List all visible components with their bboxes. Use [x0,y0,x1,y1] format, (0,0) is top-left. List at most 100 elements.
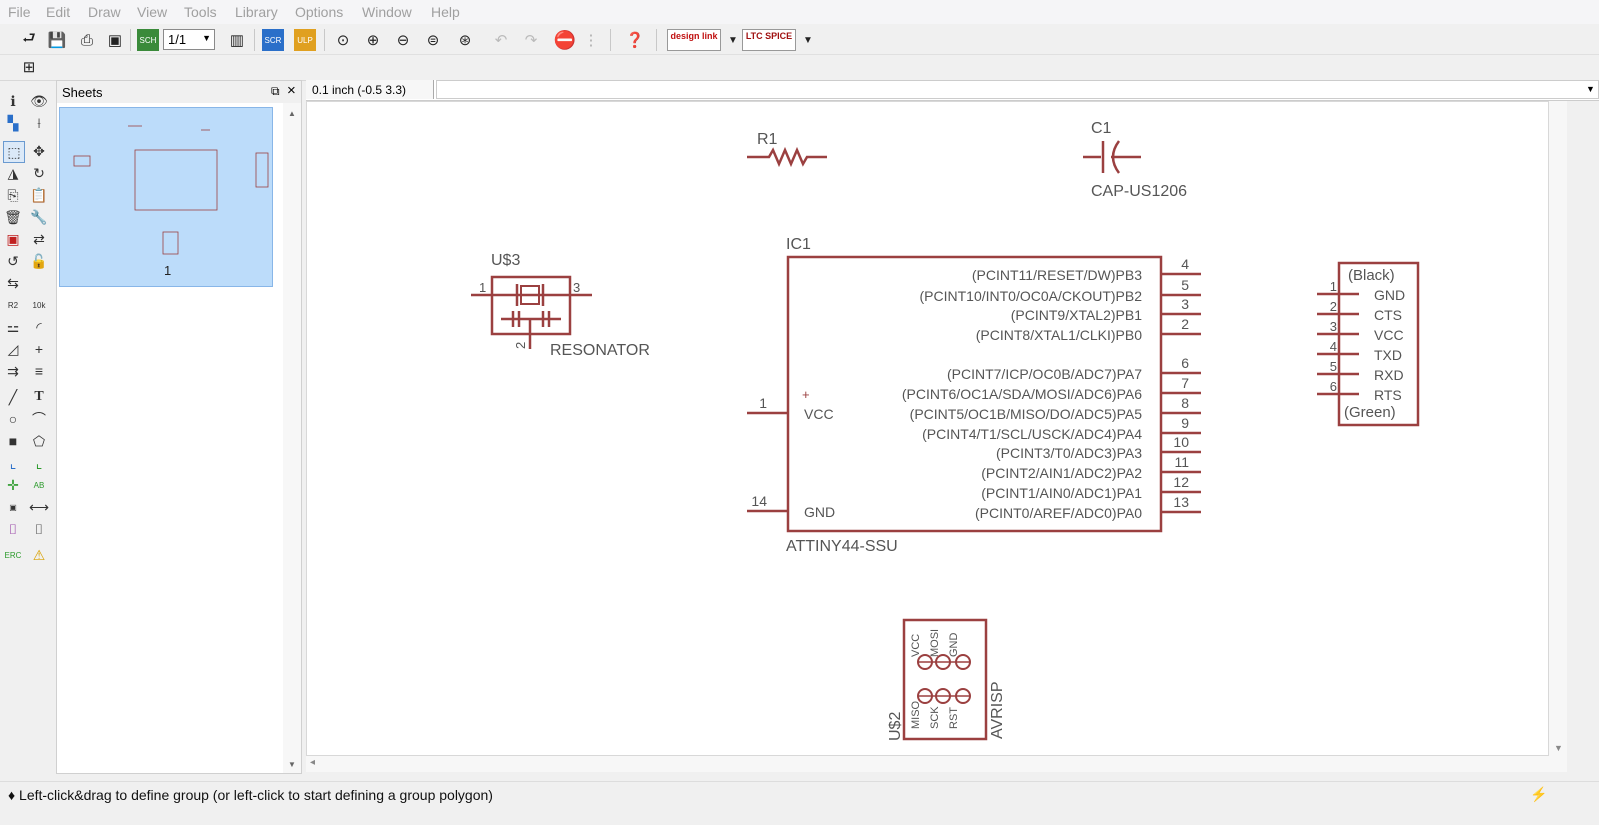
sheet-thumbnail[interactable]: 1 [59,107,273,287]
ulp-icon[interactable]: ULP [294,29,316,51]
net-icon[interactable]: ⌞ [35,454,43,471]
rotate-icon[interactable]: ↻ [33,164,45,181]
u2-value: AVRISP [989,682,1006,740]
frame-icon[interactable]: ⌷ [8,520,18,537]
mark-icon[interactable]: ⟊ [37,114,41,131]
split-icon[interactable]: ◿ [7,340,19,357]
chevron-down-icon[interactable]: ▼ [1554,743,1563,753]
value-icon[interactable]: 10k [32,300,46,310]
wire-icon[interactable]: ╱ [8,388,18,405]
zoom-redraw-icon[interactable]: ⊜ [426,32,440,49]
canvas-vertical-scrollbar[interactable]: ▼ [1549,101,1567,756]
ic1-pin-label: (PCINT10/INT0/OC0A/CKOUT)PB2 [920,288,1143,304]
name-icon[interactable]: R2 [7,300,19,310]
menu-edit[interactable]: Edit [46,4,71,20]
lock-icon[interactable]: 🔓 [30,252,48,269]
menu-view[interactable]: View [137,4,168,20]
ic1-name: IC1 [786,236,811,253]
invoke-icon[interactable]: ⇉ [7,362,19,379]
arc-icon[interactable]: ⌒ [32,411,46,427]
ftdi-pin-number: 1 [1330,279,1337,294]
wrench-icon[interactable]: 🔧 [30,208,48,225]
grid-icon[interactable]: ⊞ [22,59,36,76]
sheets-panel-header: Sheets ⧉ × [57,81,301,103]
menu-draw[interactable]: Draw [88,4,121,20]
sheets-scrollbar[interactable]: ▲ ▼ [283,103,301,773]
move-icon[interactable]: ✥ [33,142,45,159]
group-icon[interactable]: ⬚ [3,141,25,163]
attribute-icon[interactable]: ▣ [9,502,17,512]
circle-icon[interactable]: ○ [8,411,18,427]
chevron-down-icon[interactable]: ▼ [728,34,738,46]
cam-processor-icon[interactable]: ▣ [107,32,123,49]
redo-icon[interactable]: ↷ [524,32,538,49]
warning-icon[interactable]: ⚠ [32,546,46,563]
copy-icon[interactable]: ⎘ [7,186,19,203]
ic1-pin-label: VCC [804,406,834,422]
paste-icon[interactable]: 📋 [30,186,48,203]
add-sheet-icon[interactable]: ▥ [229,32,245,49]
label-icon[interactable]: AB [33,480,45,490]
save-icon[interactable]: 💾 [47,32,67,49]
menu-library[interactable]: Library [235,4,278,20]
ic1-origin-marker: + [802,387,810,402]
menu-window[interactable]: Window [362,4,412,20]
miter-icon[interactable]: ◜ [36,318,42,335]
float-icon[interactable]: ⧉ [271,84,280,98]
polygon-icon[interactable]: ⬠ [32,432,46,449]
stop-icon[interactable]: ⛔ [553,29,577,50]
ltspice-logo[interactable]: LTC SPICE [742,29,796,51]
bus-icon[interactable]: ⌞ [9,454,17,471]
canvas-horizontal-scrollbar[interactable]: ◂ [306,756,1567,772]
erc-icon[interactable]: ERC [4,550,22,560]
optimize-icon[interactable]: + [34,341,44,357]
zoom-select-icon[interactable]: ⊛ [458,32,472,49]
chevron-down-icon[interactable]: ▼ [1586,84,1595,94]
chevron-up-icon[interactable]: ▲ [288,109,296,118]
sheet-select[interactable]: 1/1 ▼ [163,29,215,50]
layer-display-icon[interactable]: ▚ [7,114,19,131]
gateswap-icon[interactable]: ⇆ [7,274,19,291]
menu-file[interactable]: File [8,4,31,20]
replace-icon[interactable]: ↺ [7,252,19,269]
show-icon[interactable]: 👁 [30,92,48,109]
sheet-number: 1 [164,263,171,278]
module-icon[interactable]: ⌷ [34,520,44,537]
mirror-icon[interactable]: ◮ [7,164,19,181]
avrisp-top-label: MOSI [929,629,941,657]
scr-script-icon[interactable]: SCR [262,29,284,51]
menu-help[interactable]: Help [431,4,460,20]
help-icon[interactable]: ❓ [625,32,645,49]
delete-icon[interactable]: 🗑 [4,208,22,225]
zoom-fit-icon[interactable]: ⊙ [336,32,350,49]
pinswap-icon[interactable]: ⇄ [33,230,45,247]
menu-tools[interactable]: Tools [184,4,217,20]
ic1-pin-label: (PCINT3/T0/ADC3)PA3 [996,445,1142,461]
design-link-logo[interactable]: design link [667,29,721,51]
chevron-down-icon[interactable]: ▼ [803,34,813,46]
ftdi-pin-label: RXD [1374,367,1404,383]
info-icon[interactable]: ℹ [10,92,16,109]
switch-to-board-icon[interactable]: SCH [137,29,159,51]
zoom-out-icon[interactable]: ⊖ [396,32,410,49]
go-icon[interactable]: ⋮ [583,32,599,49]
add-part-icon[interactable]: ▣ [6,230,20,247]
command-line-input[interactable] [436,80,1599,99]
chevron-down-icon[interactable]: ▼ [288,760,296,769]
text-icon[interactable]: T [34,389,44,404]
avrisp-body [902,618,988,741]
junction-icon[interactable]: ✛ [7,476,19,493]
smash-icon[interactable]: ⚍ [6,318,20,335]
rectangle-icon[interactable]: ■ [8,433,18,449]
print-icon[interactable]: ⎙ [80,31,93,49]
open-icon[interactable]: ⮐ [22,29,36,47]
gates-icon[interactable]: ≡ [34,363,44,379]
dimension-icon[interactable]: ⟷ [28,498,50,515]
menu-options[interactable]: Options [295,4,344,20]
chevron-left-icon[interactable]: ◂ [310,757,316,768]
close-icon[interactable]: × [287,82,296,99]
avrisp-bottom-label: SCK [929,706,941,729]
zoom-in-icon[interactable]: ⊕ [366,32,380,49]
undo-icon[interactable]: ↶ [494,32,508,49]
